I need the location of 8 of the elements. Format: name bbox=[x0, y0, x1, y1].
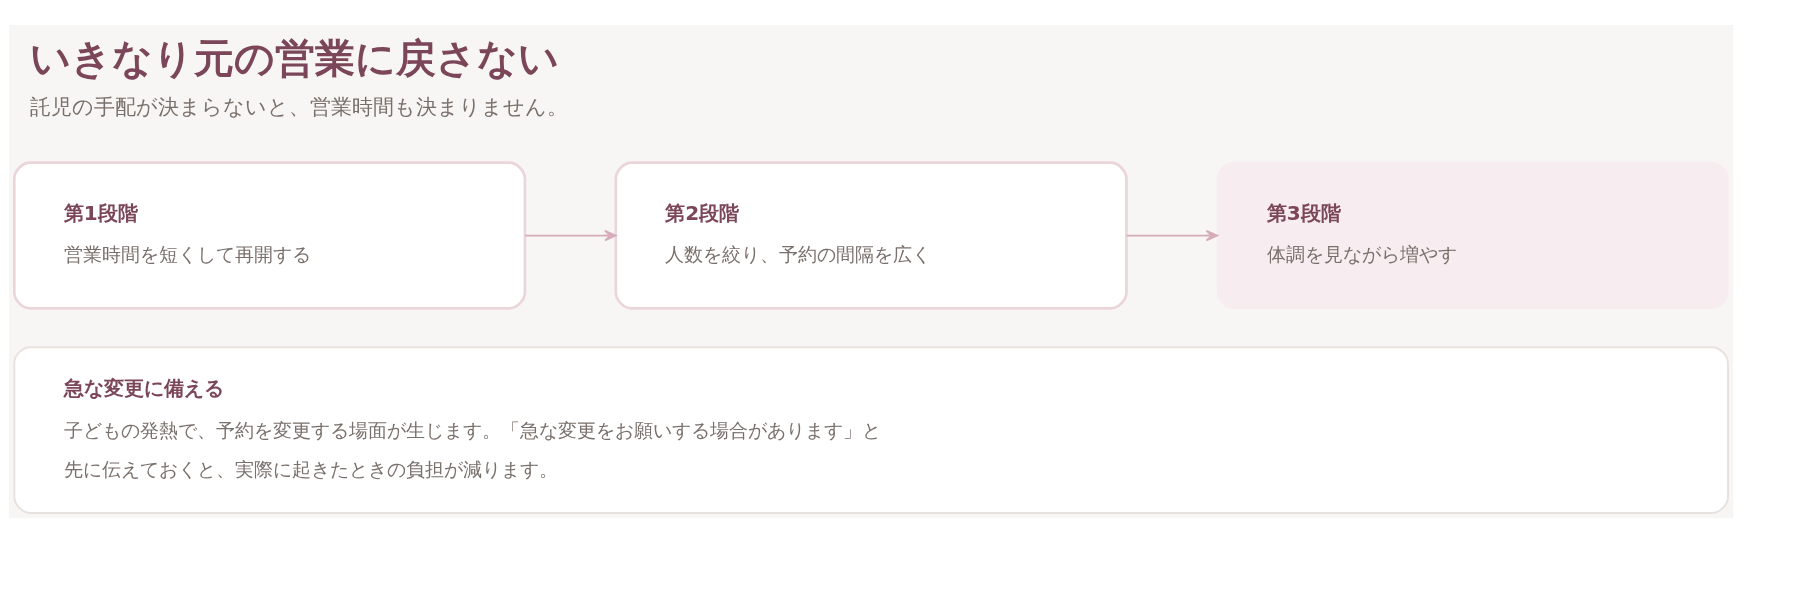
node-box: 第2段階 人数を絞り、予約の間隔を広く bbox=[614, 160, 1128, 310]
diagram-title: いきなり元の営業に戻さない bbox=[30, 33, 560, 81]
node-box: 第3段階 体調を見ながら増やす bbox=[1216, 161, 1729, 309]
arrow bbox=[524, 229, 617, 241]
caption: 託児の手配が決まらないと、営業時間も決まりません。 bbox=[30, 93, 569, 119]
node-box: 急な変更に備える 子どもの発熱で、予約を変更する場面が生じます。「急な変更をお願いする場合があります」と先に伝えておくと、実際に起きたときの負担が減ります。 bbox=[13, 345, 1729, 514]
node-box: 第1段階 営業時間を短くして再開する bbox=[12, 160, 527, 310]
arrow bbox=[1125, 229, 1219, 241]
